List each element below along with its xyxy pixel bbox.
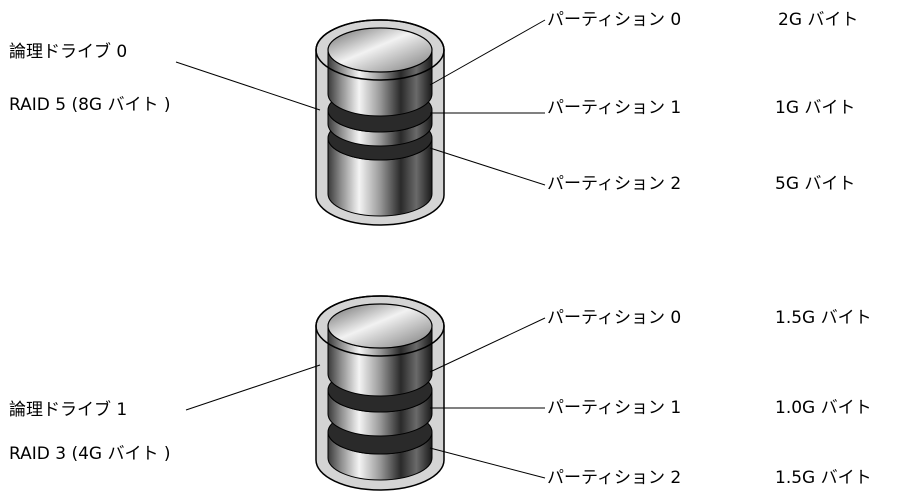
drive-1-partition-0-label: パーティション 0 [547,308,682,328]
drive-0-partition-0-label: パーティション 0 [547,10,682,30]
drive-0-name: 論理ドライブ 0 [9,42,128,62]
drive-1-p2-leader [429,447,546,479]
drive-0-partition-2-size: 5G バイト [775,174,856,194]
drive-1-partition-0-size: 1.5G バイト [775,308,872,328]
drive-0-p0-leader [429,19,546,86]
drive-0-partition-1-label: パーティション 1 [547,98,682,118]
drive-0-cylinder [315,19,445,226]
drive-1-p0-leader [429,317,546,373]
drive-0-name-leader [175,61,321,111]
drive-1-name: 論理ドライブ 1 [9,400,128,420]
drive-0-partition-2-label: パーティション 2 [547,174,682,194]
drive-1-cylinder [315,295,445,491]
drive-1-partition-2-label: パーティション 2 [547,468,682,488]
drive-1-partition-2-size: 1.5G バイト [775,468,872,488]
drive-1-partition-1-size: 1.0G バイト [775,398,872,418]
drive-0-partition-0-disk [327,27,433,117]
drive-1-raid: RAID 3 (4G バイト ) [9,444,171,464]
drive-0-partition-0-size: 2G バイト [778,10,859,30]
drive-0-partition-1-size: 1G バイト [775,98,856,118]
drive-1-partition-0-disk [327,303,433,397]
drive-0-p2-leader [429,147,546,186]
drive-1-partition-1-label: パーティション 1 [547,398,682,418]
drive-0-raid: RAID 5 (8G バイト ) [9,95,171,115]
drive-1-name-leader [185,364,321,411]
